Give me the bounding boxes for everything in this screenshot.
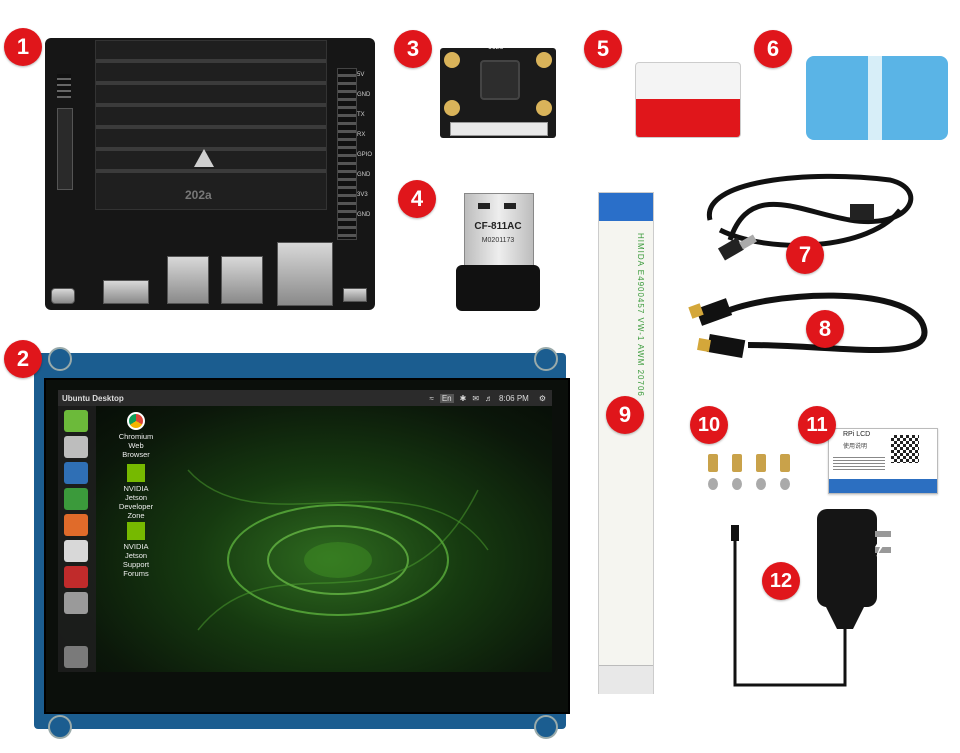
user-guide-leaflet: RPi LCD 使用说明 xyxy=(828,428,938,494)
badge-2: 2 xyxy=(4,340,42,378)
badge-3: 3 xyxy=(394,30,432,68)
leaflet-title: RPi LCD xyxy=(843,431,871,438)
launcher-calc[interactable] xyxy=(64,488,88,510)
launcher-settings[interactable] xyxy=(64,566,88,588)
volume-icon[interactable]: ♬ xyxy=(485,393,494,403)
nvidia-eye-wallpaper xyxy=(187,469,489,631)
desktop-icon-chromium[interactable]: Chromium Web Browser xyxy=(106,412,166,459)
window-title: Ubuntu Desktop xyxy=(62,393,124,403)
launcher-trash[interactable] xyxy=(64,646,88,668)
gpio-label: GND xyxy=(357,172,371,178)
gpio-label: TX xyxy=(357,112,365,118)
badge-4: 4 xyxy=(398,180,436,218)
leaflet-subtitle: 使用说明 xyxy=(843,444,868,450)
gpio-label: GND xyxy=(357,212,371,218)
clock[interactable]: 8:06 PM xyxy=(499,393,529,403)
gpio-label: RX xyxy=(357,132,366,138)
heatsink xyxy=(95,40,327,210)
nvidia-icon xyxy=(127,522,145,540)
bluetooth-icon[interactable]: ✱ xyxy=(459,393,467,403)
power-adapter xyxy=(731,509,891,687)
gpio-label: 5V xyxy=(357,72,365,78)
micro-sd-card xyxy=(635,62,741,138)
camera-module: 0620 xyxy=(440,44,556,138)
hdmi-port xyxy=(103,280,149,304)
badge-12: 12 xyxy=(762,562,800,600)
standoffs-and-screws xyxy=(700,450,800,500)
mail-icon[interactable]: ✉ xyxy=(472,393,480,403)
wifi-dongle: CF-811AC M0201173 xyxy=(456,193,540,311)
nvidia-icon xyxy=(127,464,145,482)
launcher-files[interactable] xyxy=(64,436,88,458)
hot-surface-warning-icon xyxy=(194,149,214,167)
badge-1: 1 xyxy=(4,28,42,66)
chromium-icon xyxy=(127,412,145,430)
usb-cable xyxy=(707,173,914,261)
top-panel: Ubuntu Desktop ≈ En ✱ ✉ ♬ 8:06 PM ⚙ xyxy=(58,390,552,406)
launcher-drive[interactable] xyxy=(64,592,88,614)
camera-marking: 0620 xyxy=(488,44,504,51)
camera-connector xyxy=(57,108,73,190)
camera-lens-icon xyxy=(480,60,520,100)
gpio-label: 3V3 xyxy=(357,192,368,198)
ribbon-marking: HIMIDA E4900457 VW-1 AWM 20706 xyxy=(636,233,645,397)
desktop-icon-developer-zone[interactable]: NVIDIA Jetson Developer Zone xyxy=(106,464,166,520)
dongle-model: CF-811AC xyxy=(474,221,522,232)
badge-11: 11 xyxy=(798,406,836,444)
hdmi-cable xyxy=(688,292,928,358)
desktop-icon-support-forums[interactable]: NVIDIA Jetson Support Forums xyxy=(106,522,166,578)
micro-usb-port xyxy=(343,288,367,302)
qr-code-icon xyxy=(891,435,919,463)
usb-c-port xyxy=(51,288,75,304)
ethernet-port xyxy=(277,242,333,306)
gpio-label: GND xyxy=(357,92,371,98)
badge-7: 7 xyxy=(786,236,824,274)
launcher-software[interactable] xyxy=(64,540,88,562)
gpio-header xyxy=(337,68,357,240)
launcher-dash[interactable] xyxy=(64,410,88,432)
gear-icon[interactable]: ⚙ xyxy=(538,393,546,403)
badge-6: 6 xyxy=(754,30,792,68)
usb-port-2 xyxy=(221,256,263,304)
lightning-icon xyxy=(875,537,885,557)
gpio-label: GPIO xyxy=(357,152,373,158)
ubuntu-desktop: Ubuntu Desktop ≈ En ✱ ✉ ♬ 8:06 PM ⚙ Chro… xyxy=(58,390,552,672)
badge-5: 5 xyxy=(584,30,622,68)
launcher-impress[interactable] xyxy=(64,514,88,536)
launcher xyxy=(58,406,96,672)
usb-port-1 xyxy=(167,256,209,304)
badge-9: 9 xyxy=(606,396,644,434)
dongle-serial: M0201173 xyxy=(481,237,515,244)
ribbon-cable: HIMIDA E4900457 VW-1 AWM 20706 xyxy=(598,192,654,694)
usb-card-reader xyxy=(806,56,948,140)
keyboard-lang[interactable]: En xyxy=(439,393,454,403)
wifi-icon[interactable]: ≈ xyxy=(429,393,434,403)
board-silkscreen: 202а xyxy=(185,188,212,202)
badge-8: 8 xyxy=(806,310,844,348)
launcher-writer[interactable] xyxy=(64,462,88,484)
badge-10: 10 xyxy=(690,406,728,444)
